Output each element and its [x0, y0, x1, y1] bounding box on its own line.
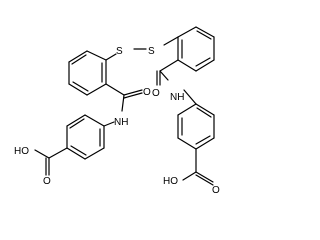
carbonyl-oxygen-left: O — [143, 87, 151, 98]
molecule-diagram: S S O O NH NH O HO O HO — [14, 26, 220, 196]
amide-group-right — [156, 59, 197, 105]
structure-drawing: S S O O NH NH O HO O HO — [14, 26, 220, 196]
carbonyl-oxygen-right: O — [152, 88, 160, 99]
benzene-ring-right-upper — [177, 26, 215, 72]
acid-carbonyl-oxygen-right: O — [212, 185, 220, 196]
amide-group-left — [103, 83, 143, 127]
carboxylic-acid-left — [34, 147, 68, 176]
sulfur-atom-right: S — [148, 46, 155, 57]
sulfur-atom-left: S — [116, 46, 123, 57]
acid-hydroxyl-right: HO — [163, 176, 178, 187]
acid-carbonyl-oxygen-left: O — [43, 176, 51, 187]
disulfide-bridge — [105, 36, 179, 61]
acid-hydroxyl-left: HO — [14, 146, 29, 157]
benzene-ring-left-upper — [68, 50, 107, 96]
benzene-ring-right-lower — [177, 103, 215, 150]
amide-nh-left: NH — [114, 117, 128, 128]
carboxylic-acid-right — [182, 148, 214, 186]
amide-nh-right: NH — [170, 92, 184, 103]
benzene-ring-left-lower — [66, 114, 105, 160]
